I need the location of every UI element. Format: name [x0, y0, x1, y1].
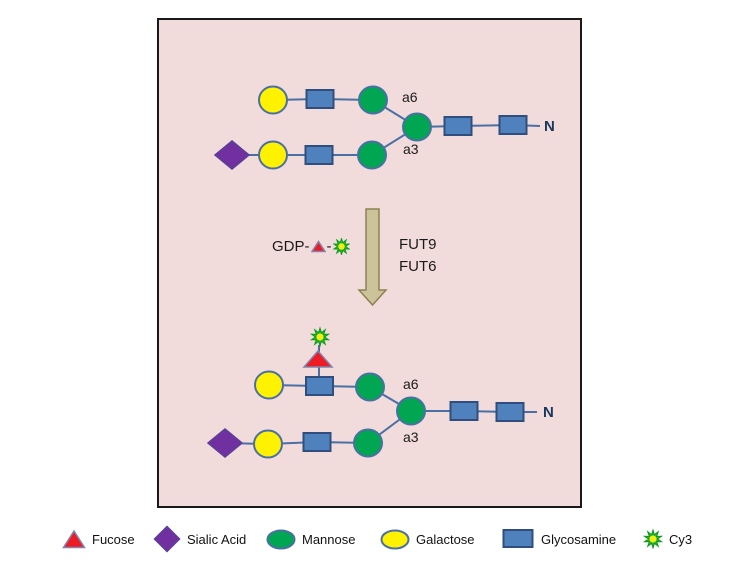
mannose-core-node — [396, 396, 426, 426]
fucose-node — [302, 349, 334, 368]
galactose-node — [254, 370, 284, 400]
mannose-node — [353, 428, 383, 458]
dash-text: - — [326, 238, 332, 255]
linkage-label-a3: a3 — [403, 429, 419, 445]
legend-label-glycosamine: Glycosamine — [541, 531, 617, 547]
gdp-fucose-donor-label: GDP- - — [272, 238, 350, 255]
glycosamine-square-icon — [502, 529, 534, 548]
legend-label-mannose: Mannose — [302, 531, 356, 547]
asparagine-label: N — [544, 118, 555, 135]
galactose-node — [258, 140, 288, 170]
glycosamine-node — [305, 376, 334, 396]
reaction-arrow-icon — [357, 208, 388, 307]
galactose-node — [258, 85, 288, 115]
fucose-triangle-icon — [62, 529, 86, 549]
galactose-circle-icon — [380, 529, 410, 549]
mannose-circle-icon — [266, 529, 296, 549]
glycosamine-node — [302, 432, 332, 452]
mannose-node — [358, 85, 388, 115]
legend-label-sialic-acid: Sialic Acid — [187, 531, 247, 547]
glycosamine-node — [449, 401, 479, 421]
fucose-triangle-icon — [310, 240, 326, 253]
mannose-core-node — [402, 112, 432, 142]
linkage-label-a3: a3 — [403, 141, 419, 157]
legend-item-sialic-acid: Sialic Acid — [153, 525, 247, 553]
gdp-text: GDP- — [272, 238, 310, 255]
glycosamine-node — [495, 402, 525, 422]
legend-label-fucose: Fucose — [92, 531, 135, 547]
asparagine-label: N — [543, 404, 554, 421]
sialic-acid-node — [213, 140, 251, 170]
product-glycan — [206, 326, 537, 459]
cy3-star-icon — [332, 238, 350, 255]
sialic-acid-diamond-icon — [153, 525, 181, 553]
galactose-node — [253, 429, 283, 459]
enzyme-label-fut6: FUT6 — [399, 258, 437, 275]
mannose-node — [355, 372, 385, 402]
legend-item-mannose: Mannose — [266, 527, 355, 551]
enzyme-label-fut9: FUT9 — [399, 236, 437, 253]
reaction-panel: a6 a3 N GDP- - FUT9 FUT6 a6 a3 N — [157, 18, 582, 508]
mannose-node — [357, 140, 387, 170]
legend-item-galactose: Galactose — [380, 527, 475, 551]
glycosamine-node — [305, 89, 335, 109]
cy3-star-icon — [643, 529, 663, 549]
legend-item-cy3: Cy3 — [643, 527, 692, 551]
linkage-label-a6: a6 — [402, 89, 418, 105]
sialic-acid-node — [206, 428, 244, 458]
legend-label-cy3: Cy3 — [669, 531, 693, 547]
legend-label-galactose: Galactose — [416, 531, 475, 547]
legend-item-fucose: Fucose — [62, 527, 135, 551]
legend-item-glycosamine: Glycosamine — [502, 527, 616, 551]
glycosamine-node — [443, 116, 473, 136]
glycosamine-node — [498, 115, 528, 135]
glycosamine-node — [304, 145, 334, 165]
linkage-label-a6: a6 — [403, 376, 419, 392]
substrate-glycan — [213, 85, 541, 170]
glycan-diagram — [206, 85, 541, 459]
cy3-star-icon — [309, 326, 331, 348]
